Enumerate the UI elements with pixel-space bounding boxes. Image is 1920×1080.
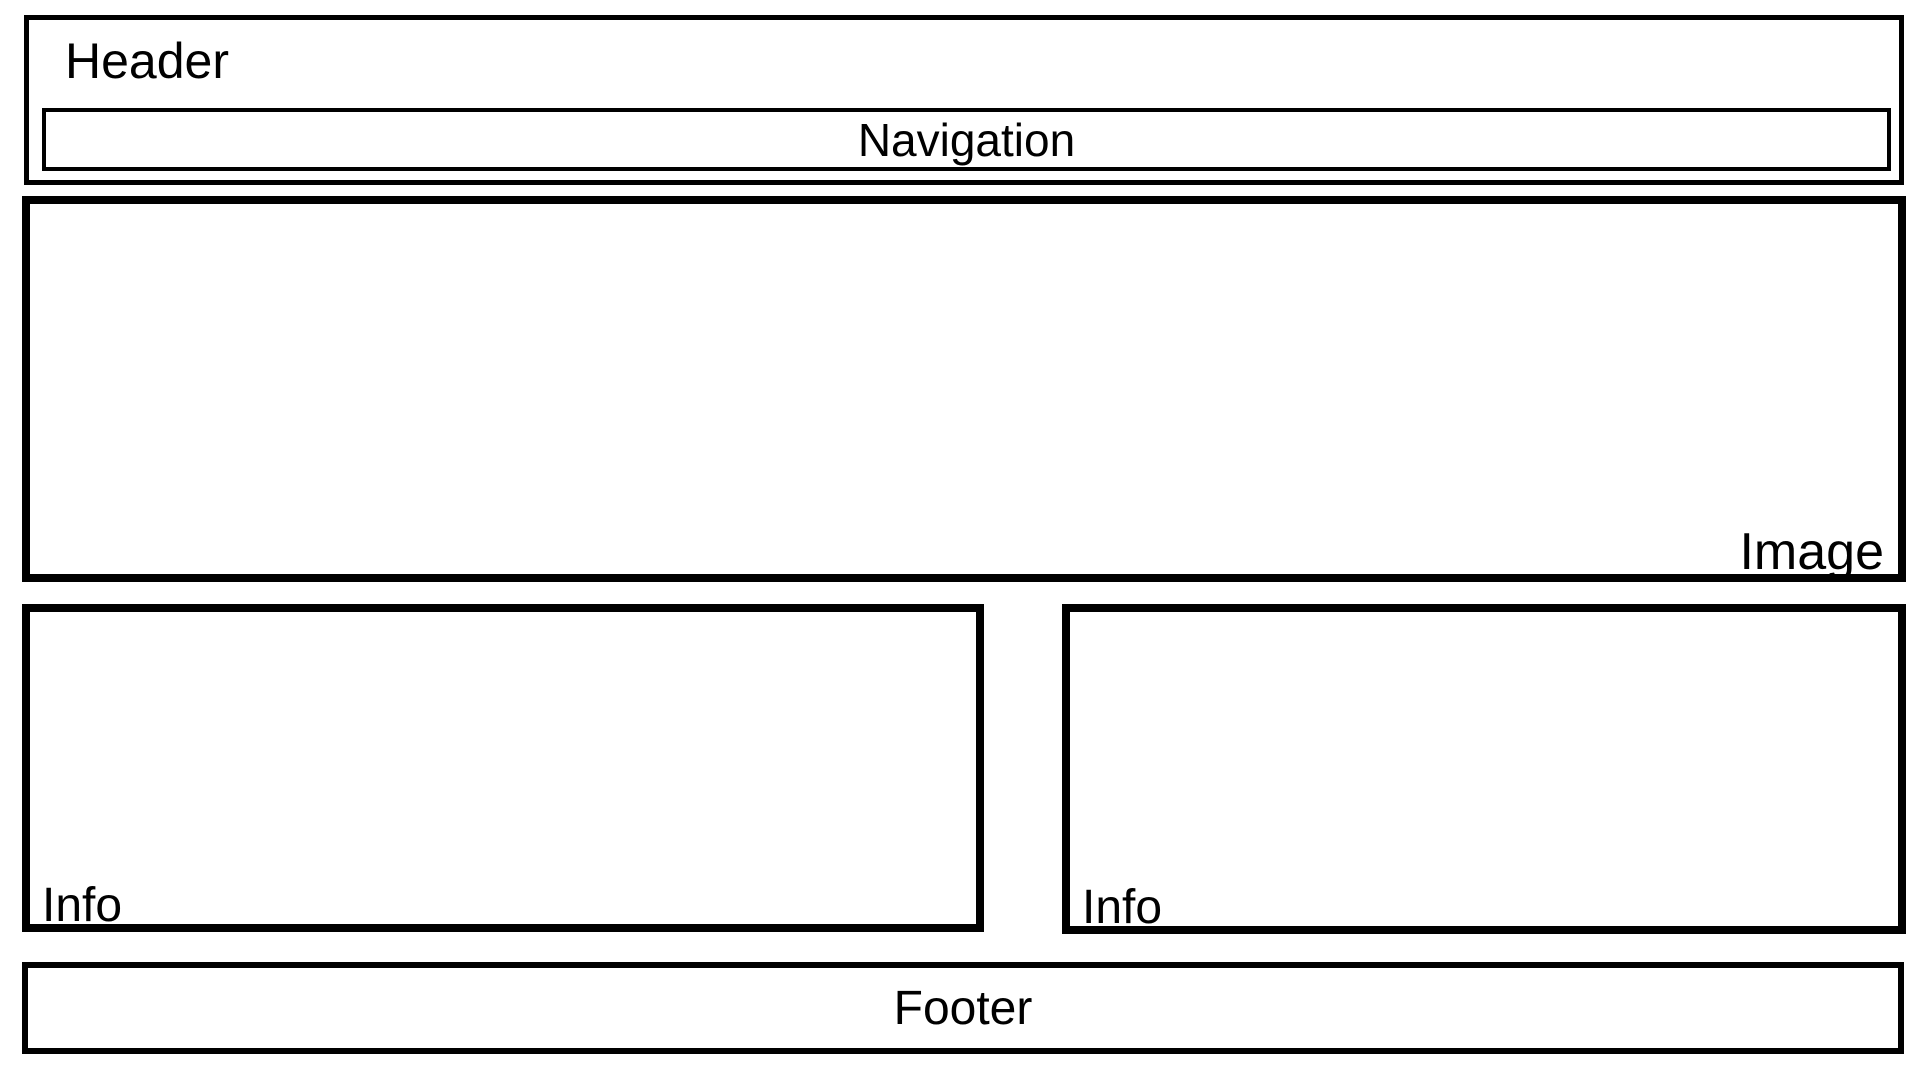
image-region: Image [22, 196, 1906, 582]
info-panel-left-label: Info [42, 879, 123, 932]
info-panel-right-label: Info [1082, 881, 1163, 934]
info-panel-right: Info [1062, 604, 1906, 934]
header-region: Header Navigation [24, 15, 1904, 185]
info-panel-left: Info [22, 604, 984, 932]
footer-region: Footer [22, 962, 1904, 1054]
header-label: Header [65, 33, 229, 89]
navigation-bar: Navigation [42, 108, 1891, 171]
image-label: Image [1739, 523, 1884, 581]
navigation-label: Navigation [857, 113, 1076, 166]
footer-label: Footer [893, 981, 1033, 1035]
